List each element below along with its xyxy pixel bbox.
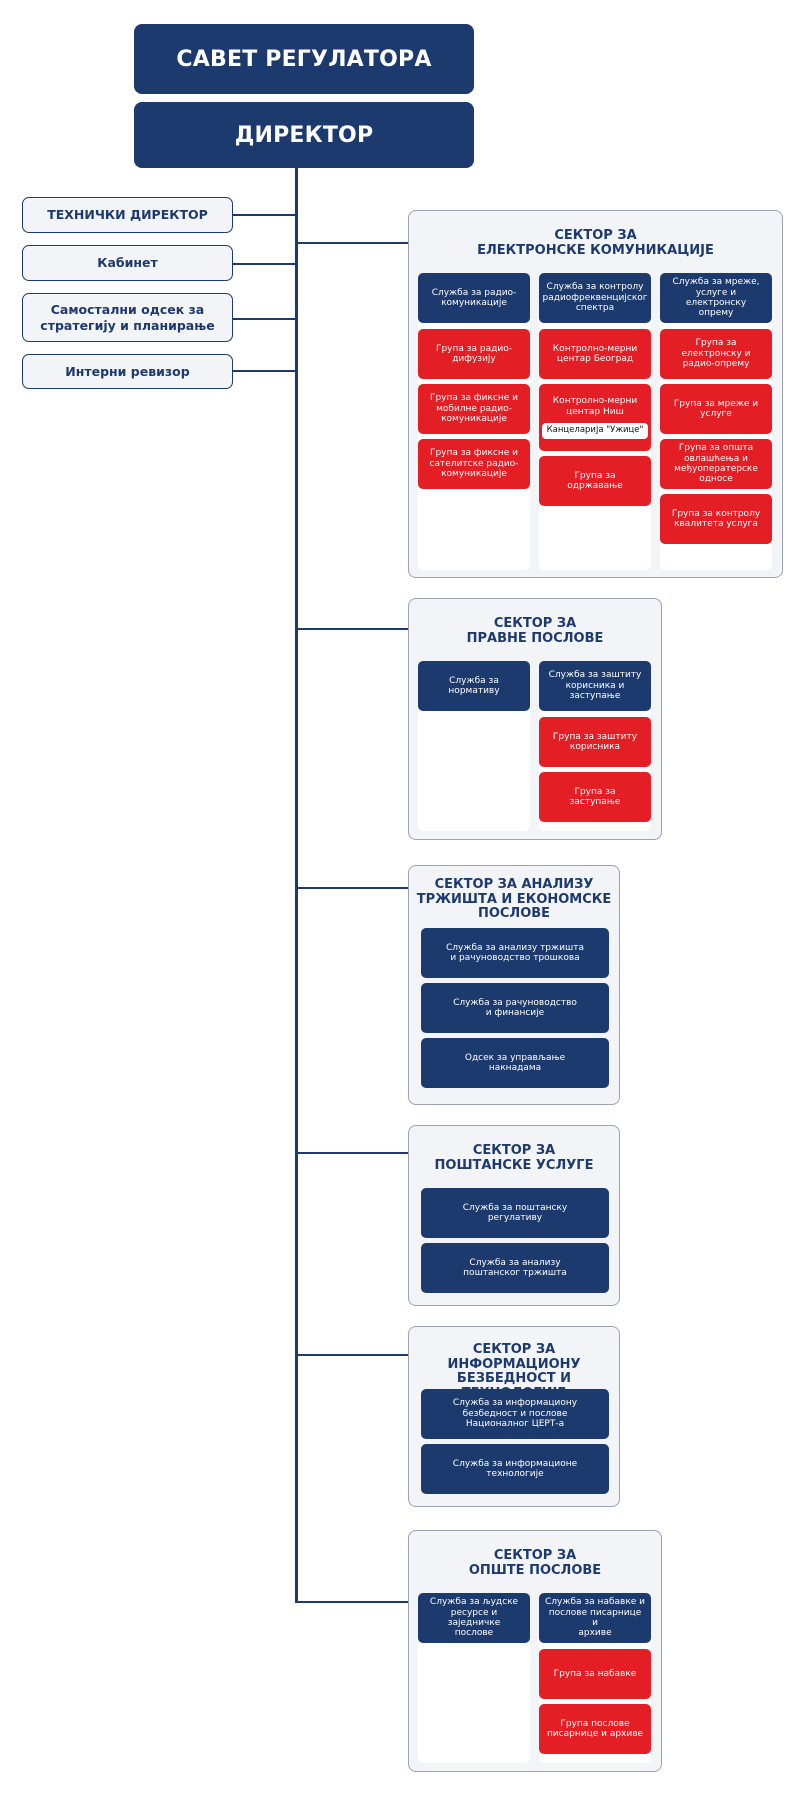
service-label: Служба за мреже, услуге и електронску оп… — [672, 277, 760, 319]
group-box: Контролно-мерни центар Ниш Канцеларија "… — [539, 384, 651, 451]
service-label: Служба за заштиту корисника и заступање — [548, 670, 642, 702]
group-label: Група за набавке — [553, 1668, 637, 1679]
sector-information-security: СЕКТОР ЗА ИНФОРМАЦИОНУ БЕЗБЕДНОСТ И ТЕХН… — [408, 1326, 620, 1507]
sector-general-affairs: СЕКТОР ЗА ОПШТЕ ПОСЛОВЕ Служба за људске… — [408, 1530, 662, 1772]
group-label: Група за мреже и услуге — [673, 398, 759, 419]
group-box: Група за заштиту корисника — [539, 717, 651, 767]
group-label: Контролно-мерни центар Београд — [552, 343, 638, 364]
service-box: Служба за рачуноводство и финансије — [421, 983, 609, 1033]
service-box: Служба за заштиту корисника и заступање — [539, 661, 651, 711]
group-label: Група за радио- дифузију — [435, 343, 512, 364]
service-label: Служба за контролу радиофреквенцијског с… — [542, 282, 648, 314]
service-box: Служба за информациону безбедност и посл… — [421, 1389, 609, 1439]
service-box: Служба за нормативу — [418, 661, 530, 711]
staff-connector — [232, 263, 296, 265]
group-label: Група за одржавање — [567, 470, 623, 491]
council-label: САВЕТ РЕГУЛАТОРА — [176, 46, 432, 72]
director-box: ДИРЕКТОР — [134, 102, 474, 168]
group-label: Група за фиксне и мобилне радио- комуник… — [429, 393, 518, 425]
staff-connector — [232, 318, 296, 320]
service-label: Служба за анализу поштанског тржишта — [463, 1257, 567, 1278]
sector-legal-affairs: СЕКТОР ЗА ПРАВНЕ ПОСЛОВЕ Служба за норма… — [408, 598, 662, 840]
group-box: Група за мреже и услуге — [660, 384, 772, 434]
service-box: Служба за анализу тржишта и рачуноводств… — [421, 928, 609, 978]
service-label: Служба за поштанску регулативу — [462, 1202, 568, 1223]
group-label: Група за контролу квалитета услуга — [671, 508, 761, 529]
group-box: Група за фиксне и сателитске радио- кому… — [418, 439, 530, 489]
group-label: Група за заступање — [569, 786, 621, 807]
sector-connector — [296, 1152, 408, 1154]
service-box: Служба за набавке и послове писарнице и … — [539, 1593, 651, 1643]
director-label: ДИРЕКТОР — [234, 122, 374, 148]
service-label: Служба за анализу тржишта и рачуноводств… — [446, 942, 584, 963]
service-box: Служба за поштанску регулативу — [421, 1188, 609, 1238]
service-label: Служба за рачуноводство и финансије — [453, 997, 577, 1018]
sector-title: СЕКТОР ЗА АНАЛИЗУ ТРЖИШТА И ЕКОНОМСКЕ ПО… — [416, 877, 612, 922]
group-box: Група за електронску и радио-опрему — [660, 329, 772, 379]
service-box: Служба за људске ресурсе и заједничке по… — [418, 1593, 530, 1643]
sector-title: СЕКТОР ЗА ЕЛЕКТРОНСКЕ КОМУНИКАЦИЈЕ — [477, 228, 714, 258]
sector-postal-services: СЕКТОР ЗА ПОШТАНСКЕ УСЛУГЕ Служба за пош… — [408, 1125, 620, 1306]
group-label: Контролно-мерни центар Ниш — [552, 396, 638, 417]
group-label: Група за електронску и радио-опрему — [681, 338, 751, 370]
service-label: Служба за набавке и послове писарнице и … — [545, 1597, 646, 1639]
service-label: Служба за људске ресурсе и заједничке по… — [429, 1597, 519, 1639]
sector-connector — [296, 628, 408, 630]
internal-auditor-label: Интерни ревизор — [65, 363, 190, 379]
strategy-section-label: Самостални одсек за стратегију и планира… — [40, 301, 215, 333]
group-box: Контролно-мерни центар Београд — [539, 329, 651, 379]
service-box: Служба за мреже, услуге и електронску оп… — [660, 273, 772, 323]
sector-electronic-communications: СЕКТОР ЗА ЕЛЕКТРОНСКЕ КОМУНИКАЦИЈЕ Служб… — [408, 210, 783, 578]
service-label: Служба за нормативу — [448, 675, 500, 696]
cabinet-label: Кабинет — [97, 255, 158, 271]
group-box: Група послове писарнице и архиве — [539, 1704, 651, 1754]
group-box: Група за набавке — [539, 1649, 651, 1699]
group-label: Група за фиксне и сателитске радио- кому… — [429, 448, 519, 480]
technical-director-box: ТЕХНИЧКИ ДИРЕКТОР — [22, 197, 233, 233]
technical-director-label: ТЕХНИЧКИ ДИРЕКТОР — [47, 207, 208, 223]
office-uzice-label: Канцеларија "Ужице" — [541, 422, 649, 439]
sector-title: СЕКТОР ЗА ОПШТЕ ПОСЛОВЕ — [468, 1548, 602, 1578]
sector-title: СЕКТОР ЗА ПРАВНЕ ПОСЛОВЕ — [466, 616, 604, 646]
sector-title: СЕКТОР ЗА ПОШТАНСКЕ УСЛУГЕ — [434, 1143, 594, 1173]
council-box: САВЕТ РЕГУЛАТОРА — [134, 24, 474, 94]
sector-connector — [296, 242, 408, 244]
trunk-line — [295, 166, 298, 1603]
service-box: Служба за информационе технологије — [421, 1444, 609, 1494]
service-label: Служба за радио- комуникације — [431, 287, 517, 308]
cabinet-box: Кабинет — [22, 245, 233, 281]
group-box: Група за општа овлашћења и међуоператерс… — [660, 439, 772, 489]
service-label: Служба за информационе технологије — [452, 1458, 578, 1479]
internal-auditor-box: Интерни ревизор — [22, 354, 233, 389]
service-box: Служба за радио- комуникације — [418, 273, 530, 323]
sector-market-analysis: СЕКТОР ЗА АНАЛИЗУ ТРЖИШТА И ЕКОНОМСКЕ ПО… — [408, 865, 620, 1105]
service-label: Служба за информациону безбедност и посл… — [452, 1398, 578, 1430]
service-box: Служба за контролу радиофреквенцијског с… — [539, 273, 651, 323]
service-box: Одсек за управљање накнадама — [421, 1038, 609, 1088]
group-label: Група за заштиту корисника — [552, 731, 638, 752]
group-box: Група за одржавање — [539, 456, 651, 506]
group-label: Група послове писарнице и архиве — [546, 1718, 644, 1739]
sector-connector — [296, 1601, 408, 1603]
service-label: Одсек за управљање накнадама — [464, 1052, 566, 1073]
group-box: Група за заступање — [539, 772, 651, 822]
group-box: Група за радио- дифузију — [418, 329, 530, 379]
sector-connector — [296, 887, 408, 889]
group-label: Група за општа овлашћења и међуоператерс… — [674, 443, 758, 485]
sector-connector — [296, 1354, 408, 1356]
group-box: Група за контролу квалитета услуга — [660, 494, 772, 544]
staff-connector — [232, 214, 296, 216]
strategy-section-box: Самостални одсек за стратегију и планира… — [22, 293, 233, 342]
group-box: Група за фиксне и мобилне радио- комуник… — [418, 384, 530, 434]
staff-connector — [232, 370, 296, 372]
service-box: Служба за анализу поштанског тржишта — [421, 1243, 609, 1293]
